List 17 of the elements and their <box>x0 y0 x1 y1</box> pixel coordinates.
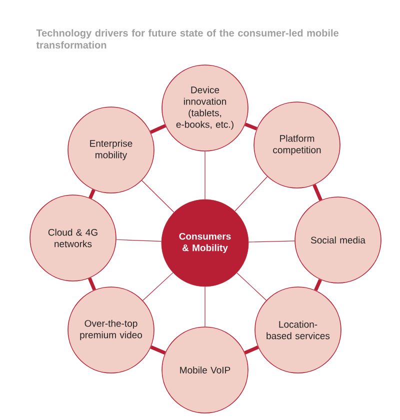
spoke-line <box>142 180 174 213</box>
spoke-line <box>236 272 267 301</box>
ring-connector <box>150 345 166 355</box>
ring-connector <box>314 278 322 292</box>
chart-title: Technology drivers for future state of the consumer-led mobile transformation <box>36 29 338 49</box>
ring-connector <box>312 184 322 201</box>
ring-connector <box>244 346 259 354</box>
ring-connector <box>244 122 258 130</box>
ring-connector <box>88 189 96 199</box>
spoke-line <box>116 239 162 242</box>
spoke-line <box>204 286 206 327</box>
ring-connector <box>150 124 166 134</box>
spoke-line <box>204 151 206 200</box>
spoke-line <box>234 176 268 212</box>
spoke-line <box>248 240 295 242</box>
ring-connector <box>88 277 96 291</box>
spoke-line <box>142 272 174 301</box>
